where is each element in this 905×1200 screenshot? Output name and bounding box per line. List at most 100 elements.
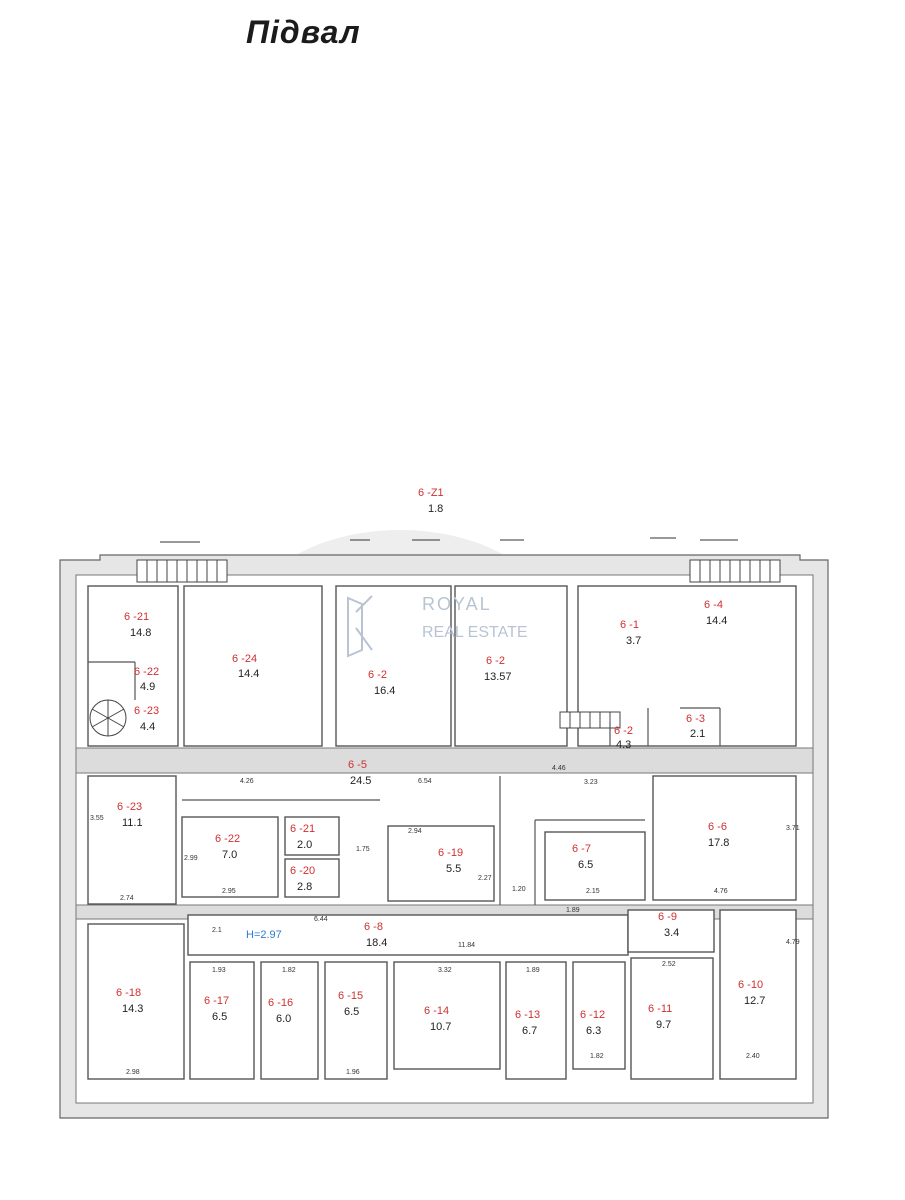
room-code: 6 -23 — [134, 705, 159, 717]
dimension: 1.89 — [566, 907, 580, 914]
room-area: 14.4 — [238, 668, 259, 680]
dimension: 3.32 — [438, 967, 452, 974]
room-area: 5.5 — [446, 863, 461, 875]
room-outline-21 — [87, 585, 179, 747]
dimension: 1.20 — [512, 886, 526, 893]
room-code: 6 -5 — [348, 759, 367, 771]
room-outline-10 — [719, 909, 797, 1080]
room-area: 14.8 — [130, 627, 151, 639]
dimension: 2.1 — [212, 927, 222, 934]
room-area: 14.4 — [706, 615, 727, 627]
dimension: 4.46 — [552, 765, 566, 772]
watermark-line2: REAL ESTATE — [422, 624, 528, 641]
room-code: 6 -3 — [686, 713, 705, 725]
room-code: 6 -12 — [580, 1009, 605, 1021]
dimension: 2.94 — [408, 828, 422, 835]
room-area: 6.5 — [212, 1011, 227, 1023]
dimension: 4.76 — [714, 888, 728, 895]
room-outline-23b — [87, 775, 177, 905]
dimension: 2.52 — [662, 961, 676, 968]
dimension: 6.44 — [314, 916, 328, 923]
room-labels: 6 -21 14.8 6 -24 14.4 6 -2 16.4 6 -2 13.… — [116, 487, 765, 1037]
dimension: 2.27 — [478, 875, 492, 882]
partitions — [88, 661, 721, 905]
room-outline-14 — [393, 961, 501, 1070]
bottom-rooms — [87, 909, 797, 1080]
room-code: 6 -16 — [268, 997, 293, 1009]
dimension: 2.74 — [120, 895, 134, 902]
dimension: 11.84 — [458, 942, 475, 949]
room-outline-2a — [335, 585, 452, 747]
room-outline-8 — [187, 914, 629, 956]
room-outline-18 — [87, 923, 185, 1080]
room-code: 6 -6 — [708, 821, 727, 833]
room-code: 6 -18 — [116, 987, 141, 999]
room-code: 6 -10 — [738, 979, 763, 991]
room-area: 3.7 — [626, 635, 641, 647]
stairs-small — [559, 711, 621, 729]
dimension: 3.71 — [786, 825, 800, 832]
stairs-left — [136, 559, 228, 583]
watermark: ROYAL REAL ESTATE — [347, 594, 528, 658]
height-label: H=2.97 — [246, 929, 282, 941]
room-code: 6 -Z1 — [418, 487, 444, 499]
room-code: 6 -13 — [515, 1009, 540, 1021]
middle-rooms — [87, 775, 797, 956]
dimension-labels: 4.26 6.54 3.23 2.74 2.95 1.75 2.94 2.15 … — [90, 765, 800, 1076]
room-code: 6 -1 — [620, 619, 639, 631]
dimension: 2.98 — [126, 1069, 140, 1076]
room-code: 6 -11 — [648, 1003, 672, 1015]
dimension: 4.79 — [786, 939, 800, 946]
dimension: 1.82 — [282, 967, 296, 974]
top-row-rooms — [87, 585, 797, 747]
watermark-line1: ROYAL — [422, 594, 492, 614]
top-wall-ticks — [160, 537, 738, 543]
room-outline-11 — [630, 957, 714, 1080]
dimension: 3.55 — [90, 815, 104, 822]
dimension: 4.26 — [240, 778, 254, 785]
room-area: 4.4 — [140, 721, 155, 733]
dimension: 2.99 — [184, 855, 198, 862]
room-code: 6 -21 — [290, 823, 315, 835]
room-outline-19 — [387, 825, 495, 902]
spiral-stair — [89, 699, 127, 737]
room-area: 2.1 — [690, 728, 705, 740]
room-outline-17 — [189, 961, 255, 1080]
room-outline-2b — [454, 585, 568, 747]
room-outline-20 — [284, 858, 340, 898]
room-area: 9.7 — [656, 1019, 671, 1031]
room-outline-16 — [260, 961, 319, 1080]
dimension: 3.23 — [584, 779, 598, 786]
dimension: 2.95 — [222, 888, 236, 895]
room-area: 6.5 — [578, 859, 593, 871]
room-area: 10.7 — [430, 1021, 451, 1033]
room-code: 6 -23 — [117, 801, 142, 813]
room-area: 17.8 — [708, 837, 729, 849]
dimension: 1.96 — [346, 1069, 360, 1076]
dimension: 1.93 — [212, 967, 226, 974]
room-code: 6 -22 — [215, 833, 240, 845]
page-title: Підвал — [246, 14, 361, 50]
room-code: 6 -8 — [364, 921, 383, 933]
room-area: 7.0 — [222, 849, 237, 861]
room-code: 6 -19 — [438, 847, 463, 859]
room-area: 18.4 — [366, 937, 387, 949]
room-area: 3.4 — [664, 927, 679, 939]
room-area: 6.7 — [522, 1025, 537, 1037]
dimension: 1.75 — [356, 846, 370, 853]
room-code: 6 -2 — [368, 669, 387, 681]
room-area: 6.5 — [344, 1006, 359, 1018]
room-area: 24.5 — [350, 775, 371, 787]
dimension: 2.40 — [746, 1053, 760, 1060]
room-area: 12.7 — [744, 995, 765, 1007]
room-code: 6 -2 — [614, 725, 633, 737]
room-area: 1.8 — [428, 503, 443, 515]
room-area: 16.4 — [374, 685, 395, 697]
room-area: 2.0 — [297, 839, 312, 851]
room-code: 6 -7 — [572, 843, 591, 855]
room-outline-15 — [324, 961, 388, 1080]
room-outline-21b — [284, 816, 340, 856]
room-outline-13 — [505, 961, 567, 1080]
room-code: 6 -22 — [134, 666, 159, 678]
